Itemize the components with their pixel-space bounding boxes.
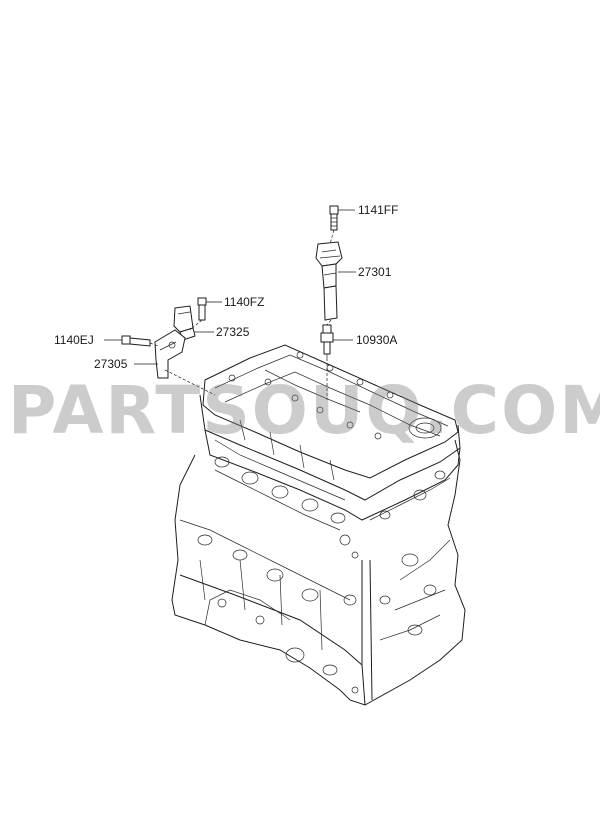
ignition-coil — [315, 241, 343, 321]
spark-plug — [320, 324, 334, 358]
part-label-1141ff[interactable]: 1141FF — [358, 203, 399, 217]
part-label-10930a[interactable]: 10930A — [356, 333, 398, 347]
cylinder-head — [199, 394, 461, 559]
leader-lines — [104, 209, 356, 365]
part-label-27325[interactable]: 27325 — [216, 325, 250, 339]
bolt-1140ej — [121, 335, 151, 347]
alignment-lines — [149, 229, 335, 400]
engine-block — [171, 439, 466, 706]
watermark: PARTSOUQ.COM — [8, 372, 600, 449]
part-label-1140fz[interactable]: 1140FZ — [224, 295, 265, 309]
valve-cover — [202, 344, 459, 481]
coil-bracket — [154, 329, 186, 379]
bolt-1141ff — [329, 205, 339, 231]
part-label-1140ej[interactable]: 1140EJ — [54, 333, 94, 347]
part-label-27305[interactable]: 27305 — [94, 357, 128, 371]
bolt-1140fz — [197, 297, 207, 321]
part-label-27301[interactable]: 27301 — [358, 265, 392, 279]
